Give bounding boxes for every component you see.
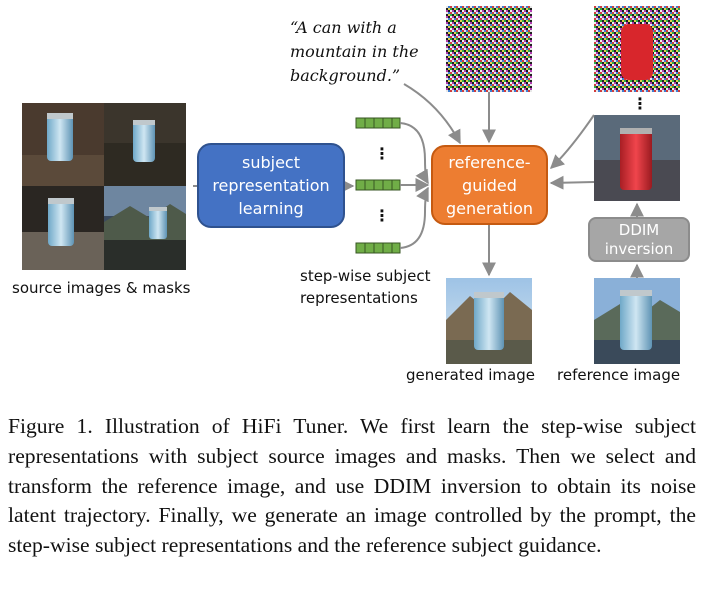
source-images-label: source images & masks bbox=[12, 279, 191, 297]
token-bar-3 bbox=[355, 242, 401, 254]
dots-1: ⋮ bbox=[374, 144, 390, 163]
reference-guided-generation-box: reference- guided generation bbox=[431, 145, 548, 225]
arrow-redcan bbox=[549, 175, 595, 190]
figure-graphics bbox=[22, 6, 680, 364]
dots-3: ⋮ bbox=[632, 94, 648, 113]
stepwise-label: step-wise subject representations bbox=[300, 267, 431, 307]
subject-representation-box: subject representation learning bbox=[197, 143, 345, 228]
noisy-can-shape bbox=[621, 24, 653, 80]
arrow-token-1 bbox=[399, 122, 429, 185]
arrow-noise-right bbox=[549, 114, 595, 169]
arrows bbox=[193, 83, 644, 278]
arrow-token-3 bbox=[399, 186, 429, 249]
generated-image-label: generated image bbox=[406, 366, 535, 384]
subject-box-label: subject representation learning bbox=[212, 153, 330, 218]
token-bar-1 bbox=[355, 117, 401, 129]
generation-box-label: reference- guided generation bbox=[445, 152, 533, 218]
arrow-prompt bbox=[403, 83, 461, 145]
noise-image-center bbox=[446, 6, 532, 92]
ddim-box-label: DDIM inversion bbox=[604, 220, 674, 258]
token-bars bbox=[355, 117, 401, 254]
ddim-inversion-box: DDIM inversion bbox=[588, 217, 690, 262]
source-images bbox=[22, 103, 186, 270]
figure-illustration: ⋮ ⋮ ⋮ “A can with a mountain in the back… bbox=[12, 6, 690, 384]
reference-image bbox=[594, 278, 680, 364]
reference-image-label: reference image bbox=[557, 366, 681, 384]
dots-2: ⋮ bbox=[374, 206, 390, 225]
figure-caption: Figure 1. Illustration of HiFi Tuner. We… bbox=[8, 414, 696, 558]
generated-image bbox=[446, 278, 532, 364]
red-can-image bbox=[594, 115, 680, 201]
prompt-text: “A can with a mountain in the background… bbox=[290, 18, 419, 85]
token-bar-2 bbox=[355, 179, 401, 191]
